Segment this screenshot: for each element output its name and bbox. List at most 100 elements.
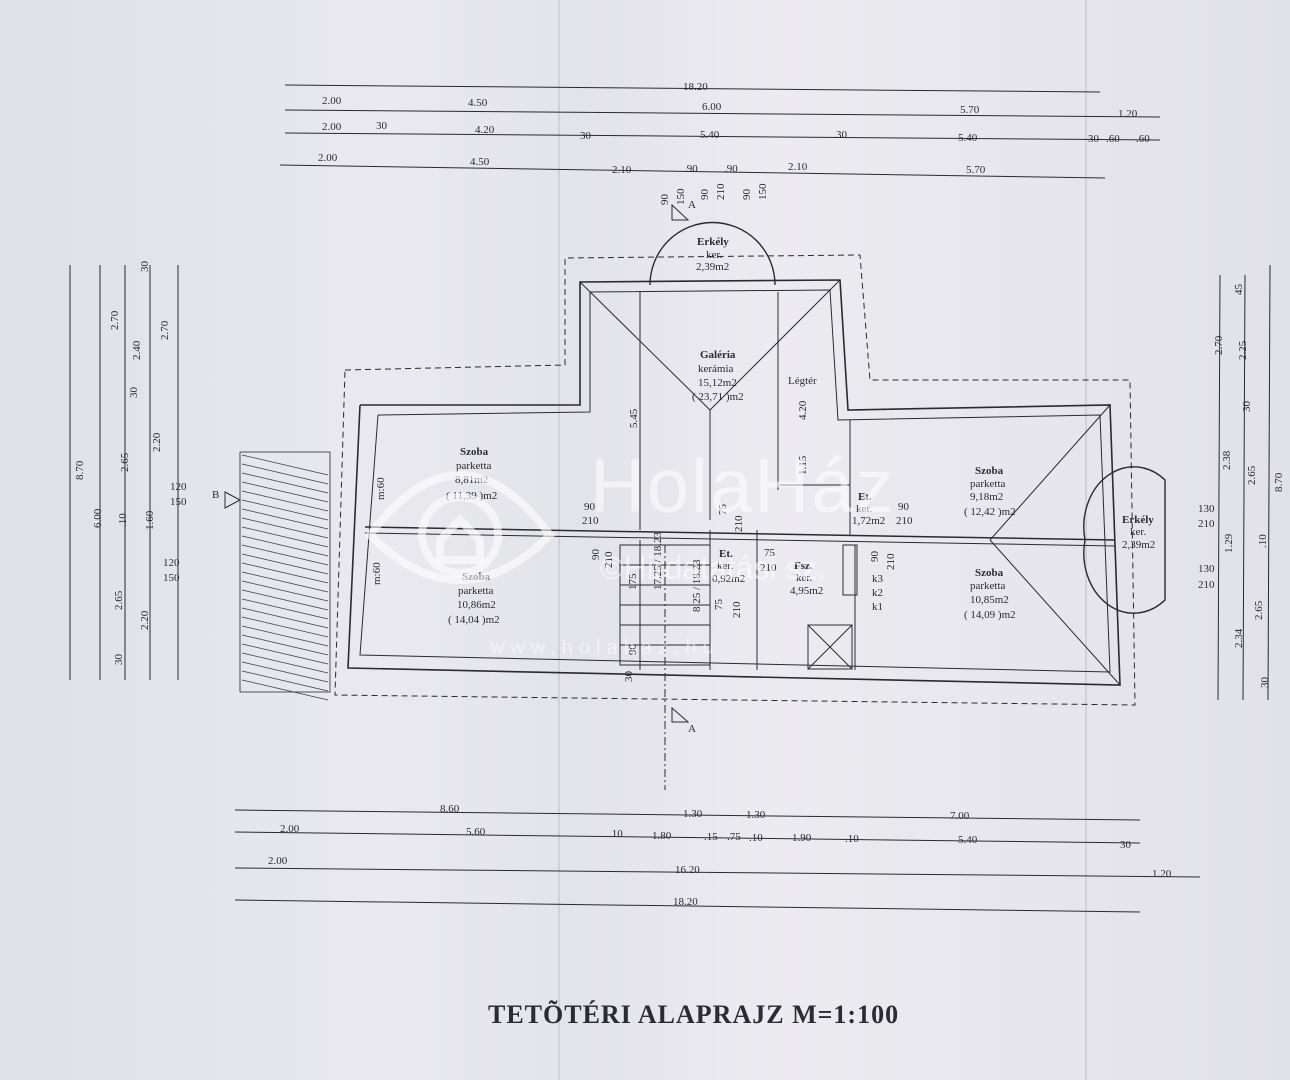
hatch-line [241, 454, 329, 476]
dimension-label: 30 [1120, 839, 1132, 851]
room-material: ker. [1130, 526, 1146, 538]
door-label: 210 [731, 601, 743, 618]
room-name: Szoba [975, 465, 1004, 477]
roof-outline [334, 254, 1136, 706]
dimension-label: 90 [741, 189, 753, 201]
hatch-line [241, 562, 329, 584]
room-area: 0,92m2 [712, 573, 745, 585]
dimension-label: 150 [163, 572, 180, 584]
dimension-label: 2.00 [322, 95, 342, 107]
dimension-label: .60 [1106, 133, 1120, 145]
dimension-label: 120 [170, 481, 187, 493]
door-label: 75 [764, 547, 776, 559]
room-name: Erkély [1122, 514, 1154, 526]
room-material: kerámia [698, 363, 734, 375]
dimension-label: 1.20 [1118, 108, 1138, 120]
window-label: m:60 [375, 477, 387, 500]
dimension-label: 2.65 [1253, 600, 1265, 620]
dimension-line [234, 809, 1141, 821]
door-label: 90 [869, 551, 881, 563]
room-name: Fsz. [794, 560, 813, 572]
dimension-line [234, 831, 1141, 844]
room-material: ker. [706, 249, 722, 261]
room-name: Szoba [975, 567, 1004, 579]
dimension-label: 210 [1198, 579, 1215, 591]
dimension-label: 2.70 [159, 320, 171, 340]
door-label: 210 [733, 515, 745, 532]
chimney-label: k2 [872, 587, 883, 599]
dimension-label: 210 [1198, 518, 1215, 530]
hatch-line [241, 589, 329, 611]
room-name: Erkély [697, 236, 729, 248]
stair-label: 17.25 / 18.23 [652, 531, 664, 590]
dimension-label: 30 [113, 654, 125, 666]
hatch-line [241, 625, 329, 647]
room-material: ker. [717, 560, 733, 572]
dimension-label: .90 [724, 163, 738, 175]
door-label: 210 [896, 515, 913, 527]
dimension-label: 8.70 [1273, 472, 1285, 492]
hatch-line [241, 499, 329, 521]
dimension-label: 30 [1259, 677, 1271, 689]
room-label-legter: Légtér [788, 375, 817, 387]
hatch-line [241, 616, 329, 638]
room-name: Et. [719, 548, 733, 560]
dimension-label: 2.70 [109, 310, 121, 330]
hatch-line [241, 670, 329, 692]
room-material: parketta [456, 460, 492, 472]
dimension-label: 2.65 [119, 452, 131, 472]
dimension-label: 8.70 [74, 460, 86, 480]
dimension-label: 45 [1233, 284, 1245, 296]
dimension-label: 5.40 [958, 132, 978, 144]
dimension-label: 2.38 [1221, 450, 1233, 470]
room-name: Szoba [462, 571, 491, 583]
balcony-top [649, 221, 776, 286]
dimension-label: .75 [727, 831, 741, 843]
dimension-label: 5.45 [628, 408, 640, 428]
dimension-label: 2.70 [1213, 335, 1225, 355]
dimension-label: 30 [1241, 401, 1253, 413]
hatch-line [241, 526, 329, 548]
section-marker-icon [671, 706, 690, 723]
door-label: 210 [885, 553, 897, 570]
stair-label: 30 [623, 671, 635, 683]
dimension-label: 90 [699, 189, 711, 201]
dimension-label: 130 [1198, 503, 1215, 515]
stair-label: 175 [627, 573, 639, 590]
hatch-line [241, 661, 329, 683]
room-area-gross: ( 23,71 )m2 [692, 391, 744, 403]
door-label: 90 [898, 501, 910, 513]
outer-wall [347, 279, 1121, 686]
room-area: 2,39m2 [696, 261, 729, 273]
dimension-label: 120 [163, 557, 180, 569]
hatch-line [241, 544, 329, 566]
section-marker-icon [224, 491, 242, 509]
room-area: 4,95m2 [790, 585, 823, 597]
dimension-label: 5.40 [958, 834, 978, 846]
dimension-line [1242, 274, 1246, 701]
door-label: 210 [603, 551, 615, 568]
dimension-label: 4.20 [797, 400, 809, 420]
chimney-label: k1 [872, 601, 883, 613]
lower-stair [239, 451, 331, 693]
dimension-label: 1.30 [746, 809, 766, 821]
hatch-line [241, 472, 329, 494]
dimension-label: 1.15 [797, 455, 809, 475]
dimension-label: 30 [836, 129, 848, 141]
dimension-line [284, 109, 1161, 118]
room-area-gross: ( 11,39 )m2 [446, 490, 497, 502]
dimension-label: 2.00 [268, 855, 288, 867]
dimension-label: 2.10 [612, 164, 632, 176]
chimney [842, 544, 858, 596]
dimension-label: 30 [128, 387, 140, 399]
room-area: 10,85m2 [970, 594, 1009, 606]
door-label: 210 [760, 562, 777, 574]
room-name: Szoba [460, 446, 489, 458]
dimension-label: .10 [609, 828, 623, 840]
dimension-label: 5.60 [466, 826, 486, 838]
dimension-label: 4.20 [475, 124, 495, 136]
hatch-line [241, 508, 329, 530]
dimension-label: .10 [1257, 534, 1269, 548]
hatch-line [241, 463, 329, 485]
dimension-label: 150 [170, 496, 187, 508]
